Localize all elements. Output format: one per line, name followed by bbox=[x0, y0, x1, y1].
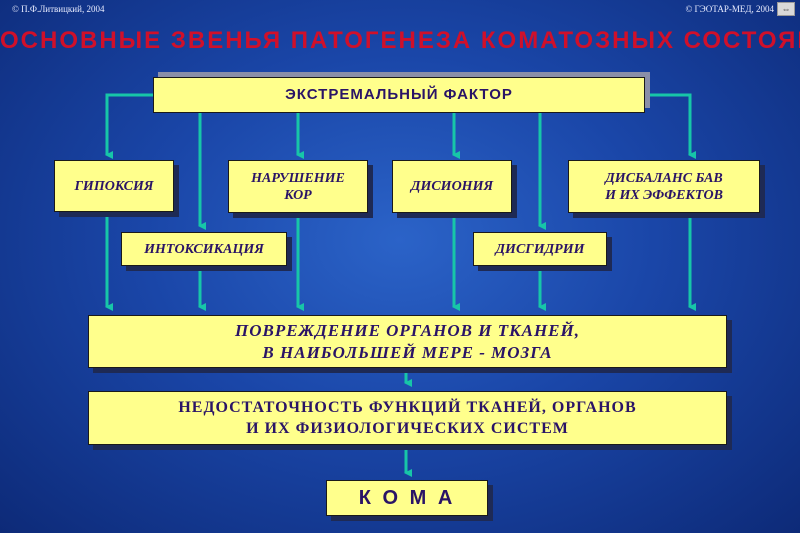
disionia-box: ДИСИОНИЯ bbox=[392, 160, 512, 213]
organ-damage-line1: ПОВРЕЖДЕНИЕ ОРГАНОВ И ТКАНЕЙ, bbox=[235, 320, 580, 340]
slide-title: ОСНОВНЫЕ ЗВЕНЬЯ ПАТОГЕНЕЗА КОМАТОЗНЫХ СО… bbox=[0, 27, 800, 54]
kor-disorder-line1: НАРУШЕНИЕ bbox=[251, 170, 345, 186]
dishydria-label: ДИСГИДРИИ bbox=[495, 241, 585, 257]
kor-disorder-box: НАРУШЕНИЕ КОР bbox=[228, 160, 368, 213]
organ-damage-line2: В НАИБОЛЬШЕЙ МЕРЕ - МОЗГА bbox=[262, 342, 553, 362]
intoxication-box: ИНТОКСИКАЦИЯ bbox=[121, 232, 287, 266]
hypoxia-label: ГИПОКСИЯ bbox=[74, 178, 154, 194]
hypoxia-box: ГИПОКСИЯ bbox=[54, 160, 174, 212]
dishydria-box: ДИСГИДРИИ bbox=[473, 232, 607, 266]
bav-imbalance-line1: ДИСБАЛАНС БАВ bbox=[605, 170, 723, 186]
kor-disorder-line2: КОР bbox=[284, 187, 312, 203]
coma-box: К О М А bbox=[326, 480, 488, 516]
insufficiency-line2: И ИХ ФИЗИОЛОГИЧЕСКИХ СИСТЕМ bbox=[246, 420, 569, 437]
insufficiency-line1: НЕДОСТАТОЧНОСТЬ ФУНКЦИЙ ТКАНЕЙ, ОРГАНОВ bbox=[178, 399, 637, 416]
copyright-left: © П.Ф.Литвицкий, 2004 bbox=[12, 4, 105, 14]
arrow-nav-icon[interactable]: ⇔ bbox=[777, 2, 795, 16]
bav-imbalance-box: ДИСБАЛАНС БАВ И ИХ ЭФФЕКТОВ bbox=[568, 160, 760, 213]
copyright-right: © ГЭОТАР-МЕД, 2004 bbox=[685, 4, 774, 14]
insufficiency-box: НЕДОСТАТОЧНОСТЬ ФУНКЦИЙ ТКАНЕЙ, ОРГАНОВ … bbox=[88, 391, 727, 445]
extreme-factor-box: ЭКСТРЕМАЛЬНЫЙ ФАКТОР bbox=[153, 77, 645, 113]
intoxication-label: ИНТОКСИКАЦИЯ bbox=[144, 241, 264, 257]
extreme-factor-label: ЭКСТРЕМАЛЬНЫЙ ФАКТОР bbox=[285, 86, 513, 103]
arrow-to-hypoxia bbox=[105, 93, 155, 159]
disionia-label: ДИСИОНИЯ bbox=[410, 179, 494, 194]
arrow-to-bav bbox=[644, 93, 696, 159]
bav-imbalance-line2: И ИХ ЭФФЕКТОВ bbox=[605, 187, 723, 203]
coma-label: К О М А bbox=[358, 486, 456, 509]
organ-damage-box: ПОВРЕЖДЕНИЕ ОРГАНОВ И ТКАНЕЙ, В НАИБОЛЬШ… bbox=[88, 315, 727, 368]
